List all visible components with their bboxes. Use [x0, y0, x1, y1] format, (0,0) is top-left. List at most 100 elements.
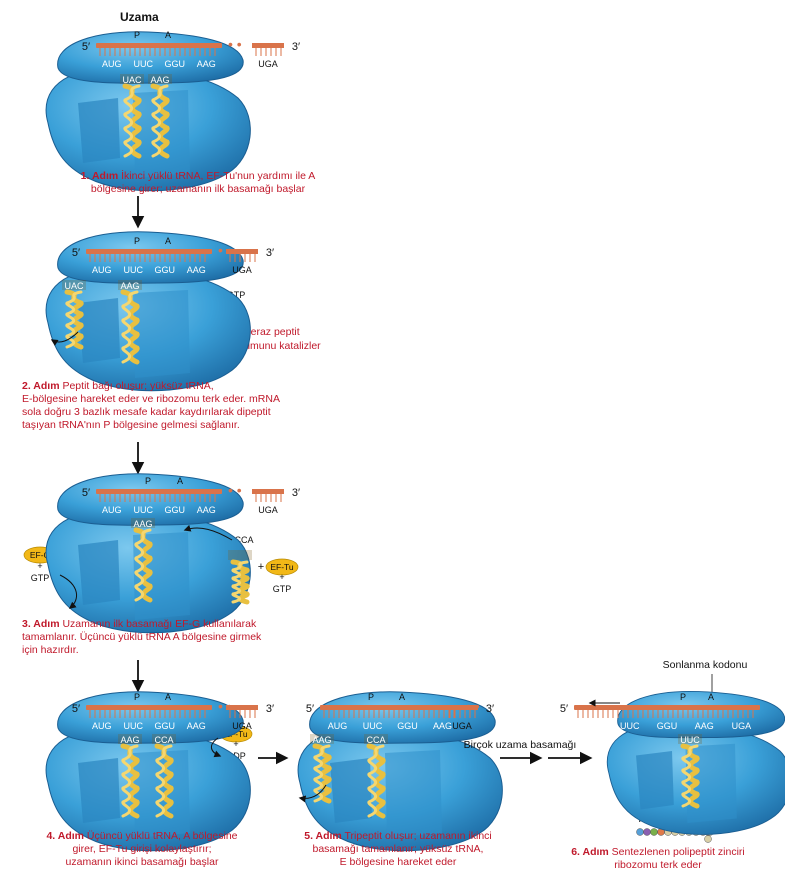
step-6-text-2: ribozomu terk eder	[614, 859, 702, 871]
codon-uuc: UUC	[124, 721, 144, 731]
a-site-label: A	[708, 692, 714, 702]
anticodon-block	[228, 550, 252, 560]
mrna-stop-segment	[226, 705, 258, 710]
p-site-label: P	[134, 692, 140, 702]
peptidyl-site-pocket	[133, 532, 190, 620]
anticodon-uac: UAC	[64, 281, 84, 291]
anticodon-uac: UAC	[122, 75, 142, 85]
anticodon-aag: AAG	[133, 519, 152, 529]
exit-site-pocket	[636, 751, 674, 810]
exit-site-pocket	[78, 758, 120, 823]
codon-ggu: GGU	[154, 265, 175, 275]
amino-acid	[644, 829, 651, 836]
step-1-label: 1. Adım	[81, 170, 119, 182]
plus-efg-step-3: +	[37, 561, 42, 571]
mrna-strand	[86, 249, 212, 254]
many-elongation-steps-label: Birçok uzama basamağı	[464, 739, 577, 751]
anticodon-cca: CCA	[366, 735, 385, 745]
mrna-strand	[574, 705, 760, 710]
step-3-text-1: Uzamanın ilk basamağı EF-G kullanılarak	[60, 618, 257, 630]
codon-uuc: UUC	[124, 265, 144, 275]
amino-acid	[705, 836, 712, 843]
mrna-five-prime: 5′	[72, 247, 80, 259]
codon-uga: UGA	[732, 721, 752, 731]
step-4-text-1: Üçüncü yüklü tRNA, A bölgesine	[84, 830, 238, 842]
mrna-stop-segment	[252, 43, 284, 48]
a-site-label: A	[165, 30, 171, 40]
step-4-text-2: girer, EF-Tu girişi kolaylaştırır;	[72, 843, 211, 855]
exit-site-pocket	[78, 540, 120, 605]
codon-uuc: UUC	[134, 59, 154, 69]
ribosome-step-6	[607, 691, 785, 834]
a-site-label: A	[165, 692, 171, 702]
stop-codon: UGA	[232, 721, 252, 731]
codon-aug: AUG	[102, 505, 122, 515]
step-4-label: 4. Adım	[46, 830, 84, 842]
step-1-text-1: İkinci yüklü tRNA, EF-Tu'nun yardımı ile…	[118, 170, 315, 182]
codon-aug: AUG	[102, 59, 122, 69]
codon-aag: AAG	[197, 505, 216, 515]
anticodon-aag: AAG	[150, 75, 169, 85]
p-site-label: P	[145, 476, 151, 486]
a-site-label: A	[177, 476, 183, 486]
p-site-label: P	[134, 30, 140, 40]
exit-site-pocket	[330, 758, 372, 823]
codon-aag: AAG	[433, 721, 452, 731]
stop-codon: UGA	[258, 59, 278, 69]
step-2-text-1: Peptit bağı oluşur; yüksüz tRNA,	[60, 380, 214, 392]
figure-title: Uzama	[120, 10, 159, 24]
codon-aug: AUG	[92, 265, 112, 275]
mrna-five-prime: 5′	[72, 703, 80, 715]
step-5-label: 5. Adım	[304, 830, 342, 842]
p-site-label: P	[134, 236, 140, 246]
codon-uuc: UUC	[134, 505, 154, 515]
anticodon-cca: CCA	[154, 735, 173, 745]
step-3-text-3: için hazırdır.	[22, 644, 79, 656]
codon-ggu: GGU	[164, 59, 185, 69]
step-2-label: 2. Adım	[22, 380, 60, 392]
mrna-continuation: • •	[228, 482, 242, 498]
peptidyl-site-pocket	[133, 290, 190, 378]
mrna-five-prime: 5′	[306, 703, 314, 715]
plus-incoming-step-3: +	[258, 561, 264, 573]
exit-site-pocket	[78, 98, 120, 163]
codon-ggu: GGU	[164, 505, 185, 515]
plus-eftu-step-3: +	[279, 572, 284, 582]
p-site-label: P	[680, 692, 686, 702]
step-3-caption: 3. Adım Uzamanın ilk basamağı EF-G kulla…	[22, 618, 382, 657]
codon-aug: AUG	[583, 721, 603, 731]
step-3-text-2: tamamlanır. Üçüncü yüklü tRNA A bölgesin…	[22, 631, 261, 643]
step-2-caption: 2. Adım Peptit bağı oluşur; yüksüz tRNA,…	[22, 380, 382, 432]
anticodon-uuc: UUC	[680, 735, 700, 745]
stop-codon: UGA	[232, 265, 252, 275]
anticodon-aag: AAG	[120, 735, 139, 745]
codon-aag: AAG	[197, 59, 216, 69]
mrna-five-prime: 5′	[560, 703, 568, 715]
codon-ggu: GGU	[154, 721, 175, 731]
plus-step-4: +	[233, 739, 238, 749]
a-site-label: A	[399, 692, 405, 702]
many-elongation-steps: Birçok uzama basamağı	[464, 739, 577, 751]
codon-aag: AAG	[695, 721, 714, 731]
step-1-text-2: bölgesine girer; uzamanın ilk basamağı b…	[91, 183, 305, 195]
step-6-caption: 6. Adım Sentezlenen polipeptit zinciri r…	[548, 846, 768, 872]
peptidyl-site-pocket	[385, 750, 442, 838]
codon-ggu: GGU	[397, 721, 418, 731]
step-2-text-3: sola doğru 3 bazlık mesafe kadar kaydırı…	[22, 406, 271, 418]
mrna-stop-segment	[252, 489, 284, 494]
amino-acid	[651, 829, 658, 836]
ef-tu-step-3-label: EF-Tu	[270, 562, 294, 572]
p-site-label: P	[368, 692, 374, 702]
anticodon-aag: AAG	[312, 735, 331, 745]
codon-uuc: UUC	[363, 721, 383, 731]
step-5-text-1: Tripeptit oluşur; uzamanın ikinci	[342, 830, 492, 842]
ribosome-step-1	[46, 32, 250, 191]
amino-acid	[637, 829, 644, 836]
codon-aag: AAG	[187, 265, 206, 275]
step-2-text-4: taşıyan tRNA'nın P bölgesine gelmesi sağ…	[22, 419, 240, 431]
a-site-label: A	[165, 236, 171, 246]
step-6-text-1: Sentezlenen polipeptit zinciri	[609, 846, 745, 858]
step-6-label: 6. Adım	[571, 846, 609, 858]
mrna-strand	[96, 489, 222, 494]
